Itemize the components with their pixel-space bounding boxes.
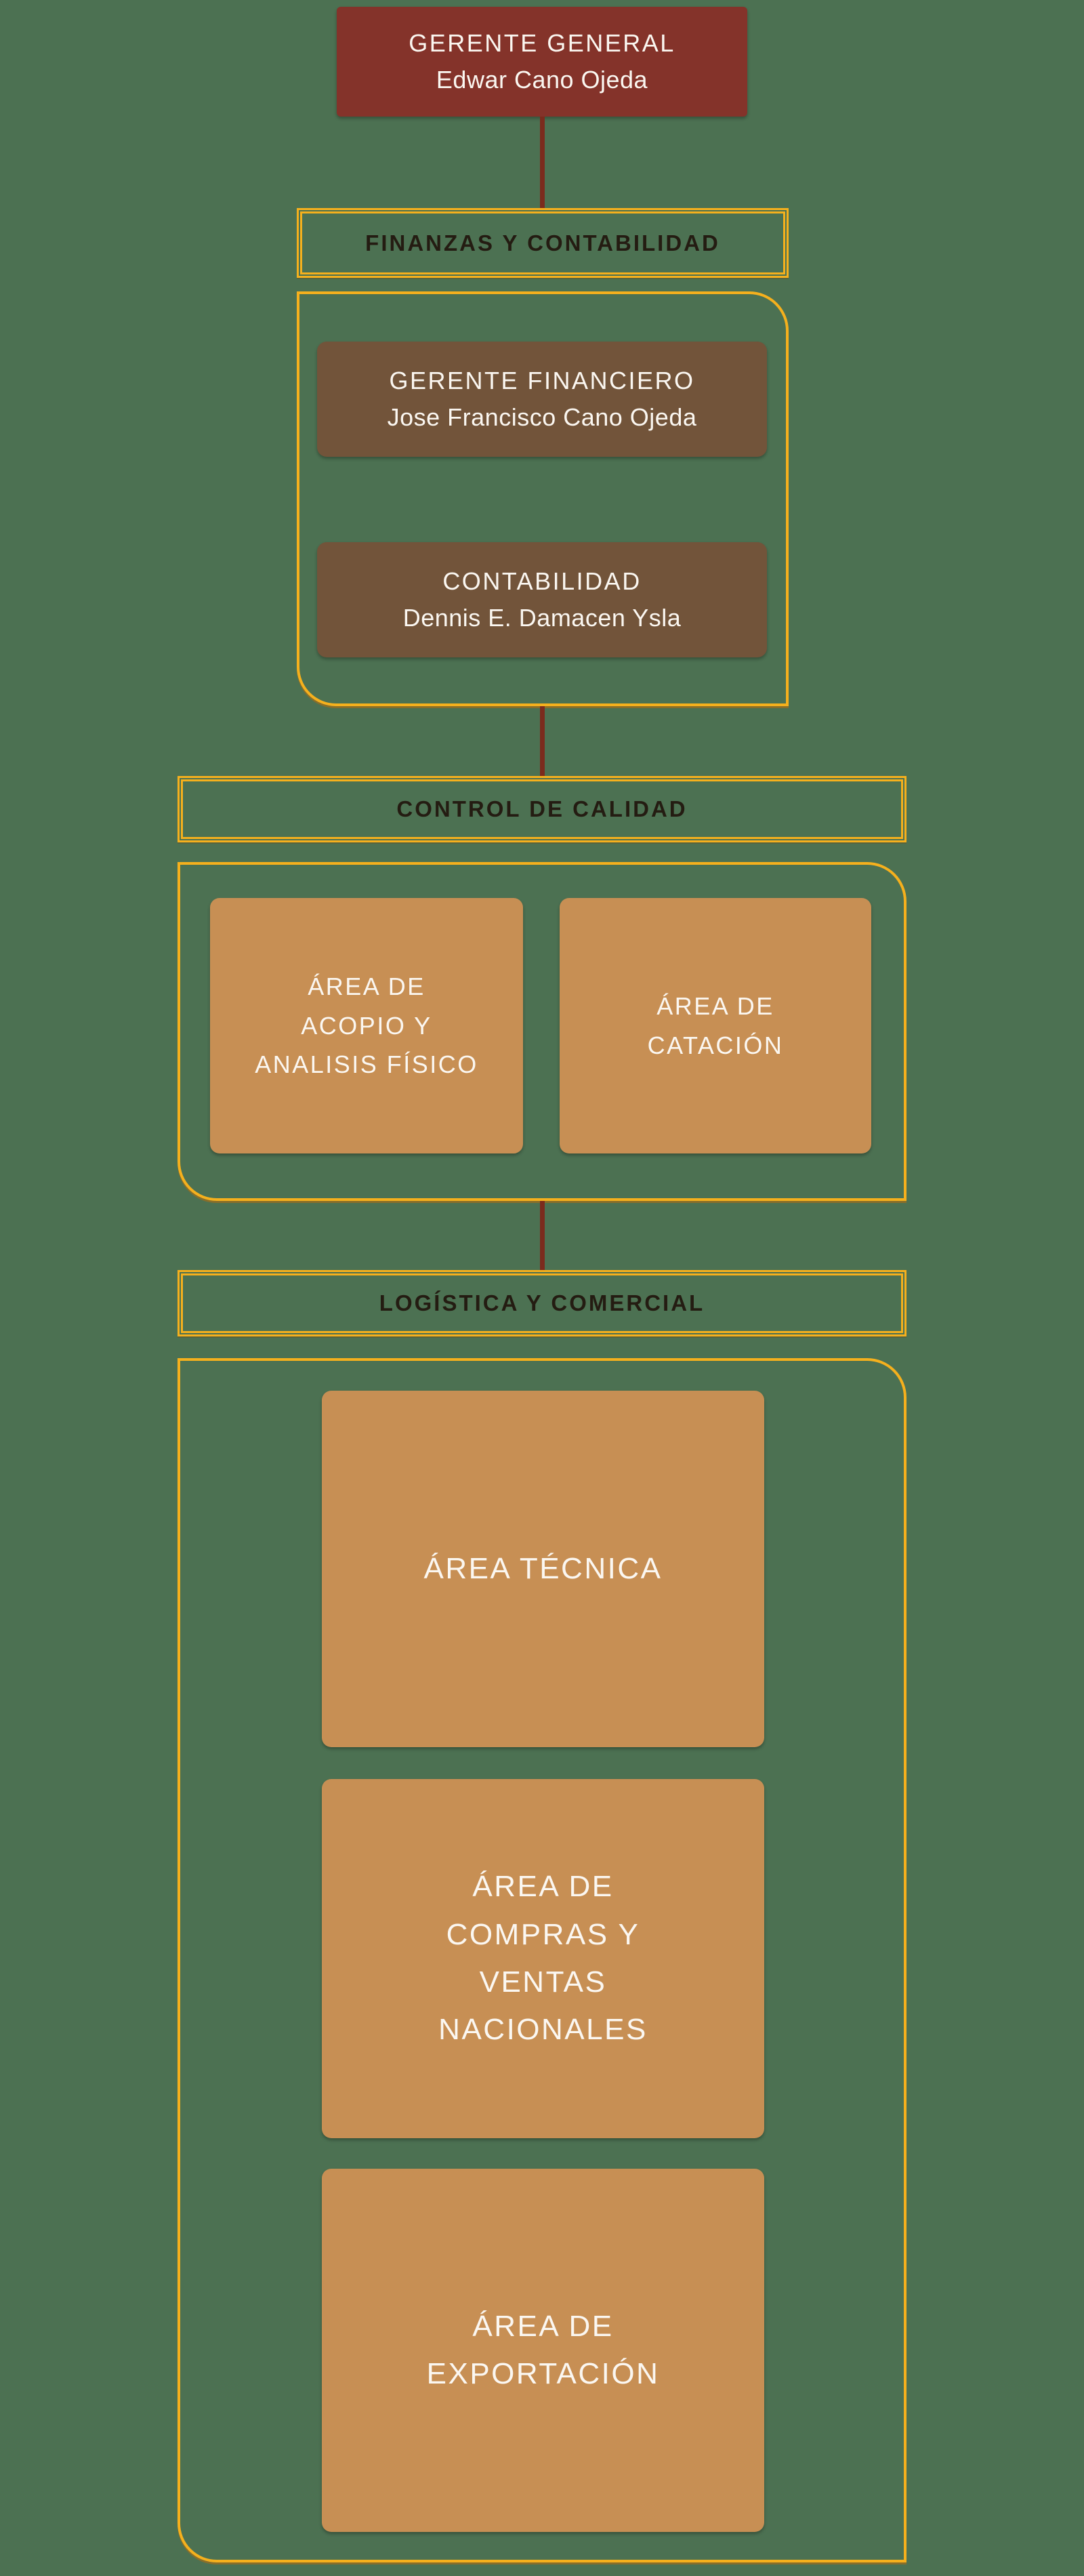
- area-tecnica-box: ÁREA TÉCNICA: [322, 1391, 764, 1747]
- gerente-general-title: GERENTE GENERAL: [409, 29, 675, 57]
- section-header-finanzas: FINANZAS Y CONTABILIDAD: [297, 208, 789, 278]
- area-compras-ventas-box: ÁREA DE COMPRAS Y VENTAS NACIONALES: [322, 1779, 764, 2138]
- area-catacion-label: ÁREA DE CATACIÓN: [647, 991, 784, 1059]
- section-header-logistica: LOGÍSTICA Y COMERCIAL: [178, 1270, 906, 1336]
- gerente-financiero-name: Jose Francisco Cano Ojeda: [387, 403, 697, 431]
- connector-line-root-finanzas: [540, 117, 545, 208]
- gerente-general-box: GERENTE GENERAL Edwar Cano Ojeda: [337, 7, 747, 117]
- contabilidad-title: CONTABILIDAD: [442, 567, 642, 595]
- section-header-logistica-label: LOGÍSTICA Y COMERCIAL: [379, 1290, 705, 1315]
- connector-line-finanzas-control: [540, 706, 545, 776]
- area-acopio-analisis-label: ÁREA DE ACOPIO Y ANALISIS FÍSICO: [255, 973, 478, 1079]
- area-acopio-analisis-box: ÁREA DE ACOPIO Y ANALISIS FÍSICO: [210, 898, 523, 1153]
- contabilidad-box: CONTABILIDAD Dennis E. Damacen Ysla: [317, 542, 767, 657]
- connector-line-control-logistica: [540, 1201, 545, 1270]
- logistica-group-container: [178, 1358, 906, 2562]
- section-header-control-calidad-label: CONTROL DE CALIDAD: [396, 796, 688, 821]
- finanzas-group-container: [297, 291, 789, 706]
- gerente-financiero-title: GERENTE FINANCIERO: [389, 367, 695, 394]
- gerente-financiero-box: GERENTE FINANCIERO Jose Francisco Cano O…: [317, 342, 767, 457]
- area-catacion-box: ÁREA DE CATACIÓN: [560, 898, 871, 1153]
- control-calidad-group-container: [178, 862, 906, 1201]
- section-header-finanzas-label: FINANZAS Y CONTABILIDAD: [365, 230, 720, 255]
- area-exportacion-label: ÁREA DE EXPORTACIÓN: [426, 2309, 660, 2390]
- gerente-general-name: Edwar Cano Ojeda: [436, 66, 648, 94]
- area-exportacion-box: ÁREA DE EXPORTACIÓN: [322, 2169, 764, 2532]
- area-tecnica-label: ÁREA TÉCNICA: [423, 1551, 663, 1585]
- area-compras-ventas-label: ÁREA DE COMPRAS Y VENTAS NACIONALES: [438, 1870, 648, 2047]
- contabilidad-name: Dennis E. Damacen Ysla: [402, 604, 682, 632]
- section-header-control-calidad: CONTROL DE CALIDAD: [178, 776, 906, 842]
